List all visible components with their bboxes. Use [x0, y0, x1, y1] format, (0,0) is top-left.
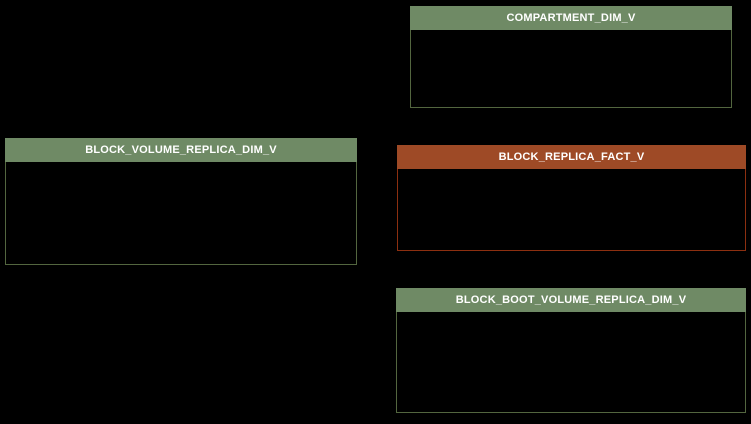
entity-title: BLOCK_BOOT_VOLUME_REPLICA_DIM_V: [396, 288, 746, 312]
entity-title: BLOCK_VOLUME_REPLICA_DIM_V: [5, 138, 357, 162]
entity-title: BLOCK_REPLICA_FACT_V: [397, 145, 746, 169]
entity-body: [5, 162, 357, 265]
entity-block-boot-volume-replica-dim-v[interactable]: BLOCK_BOOT_VOLUME_REPLICA_DIM_V: [396, 288, 746, 413]
entity-compartment-dim-v[interactable]: COMPARTMENT_DIM_V: [410, 6, 732, 108]
entity-body: [410, 30, 732, 108]
entity-body: [396, 312, 746, 413]
entity-block-replica-fact-v[interactable]: BLOCK_REPLICA_FACT_V: [397, 145, 746, 251]
entity-block-volume-replica-dim-v[interactable]: BLOCK_VOLUME_REPLICA_DIM_V: [5, 138, 357, 265]
entity-title: COMPARTMENT_DIM_V: [410, 6, 732, 30]
entity-body: [397, 169, 746, 251]
